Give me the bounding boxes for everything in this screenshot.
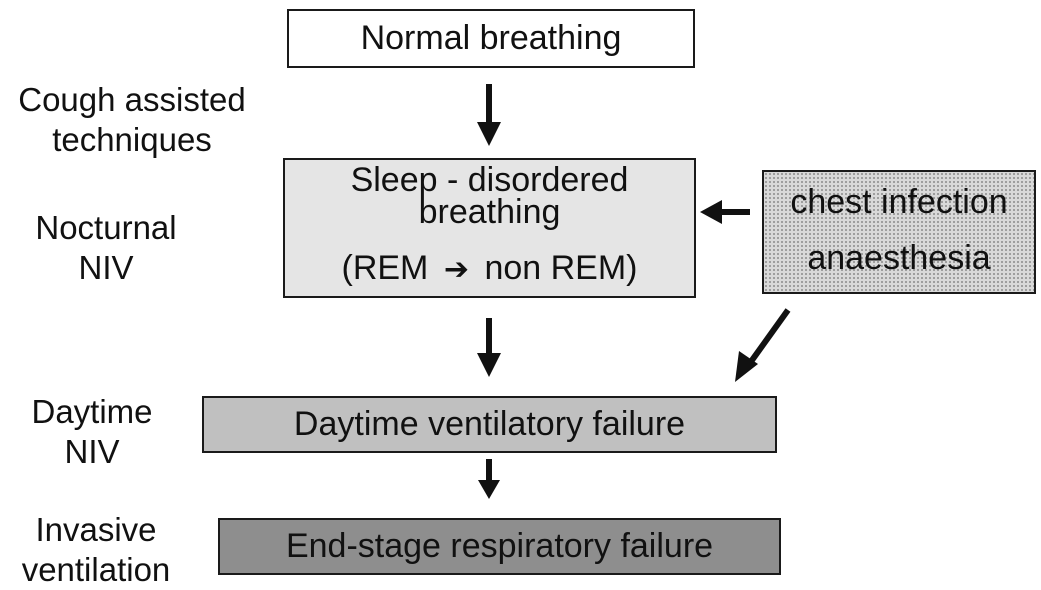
- right-arrow-icon: ➔: [443, 252, 469, 287]
- sleep-box-line2: breathing: [418, 193, 561, 231]
- sleep-disordered-breathing-box: Sleep - disordered breathing (REM ➔ non …: [283, 158, 696, 298]
- endstage-failure-text: End-stage respiratory failure: [285, 526, 714, 565]
- daytime-niv-label: Daytime NIV: [18, 392, 166, 472]
- arrow-normal-to-sleep: [477, 84, 501, 146]
- end-stage-respiratory-failure-box: End-stage respiratory failure: [218, 518, 781, 575]
- nocturnal-label-line2: NIV: [78, 249, 134, 286]
- aggravating-factors-box: chest infection anaesthesia: [762, 170, 1036, 294]
- daytime-ventilatory-failure-box: Daytime ventilatory failure: [202, 396, 777, 453]
- cough-assisted-label: Cough assisted techniques: [6, 80, 258, 160]
- rem-text: (REM: [341, 249, 429, 287]
- anaesthesia-text: anaesthesia: [807, 239, 991, 277]
- arrow-factors-to-sleep: [700, 200, 750, 224]
- arrow-daytime-to-endstage: [478, 459, 500, 499]
- cough-label-line2: techniques: [52, 121, 212, 158]
- non-rem-text: non REM): [484, 249, 638, 287]
- sleep-box-stage-line: (REM ➔ non REM): [342, 250, 638, 288]
- daytime-label-line1: Daytime: [31, 393, 153, 430]
- daytime-failure-text: Daytime ventilatory failure: [293, 404, 686, 443]
- sleep-box-line1: Sleep - disordered: [350, 161, 629, 199]
- arrow-factors-to-daytime: [735, 308, 791, 382]
- daytime-label-line2: NIV: [64, 433, 120, 470]
- normal-breathing-box: Normal breathing: [287, 9, 695, 68]
- invasive-ventilation-label: Invasive ventilation: [16, 510, 176, 590]
- invasive-label-line2: ventilation: [21, 551, 171, 588]
- arrow-sleep-to-daytime: [477, 318, 501, 377]
- nocturnal-label-line1: Nocturnal: [35, 209, 177, 246]
- cough-label-line1: Cough assisted: [18, 81, 246, 118]
- chest-infection-text: chest infection: [790, 183, 1008, 221]
- normal-breathing-text: Normal breathing: [360, 18, 622, 57]
- invasive-label-line1: Invasive: [35, 511, 157, 548]
- nocturnal-niv-label: Nocturnal NIV: [20, 208, 192, 288]
